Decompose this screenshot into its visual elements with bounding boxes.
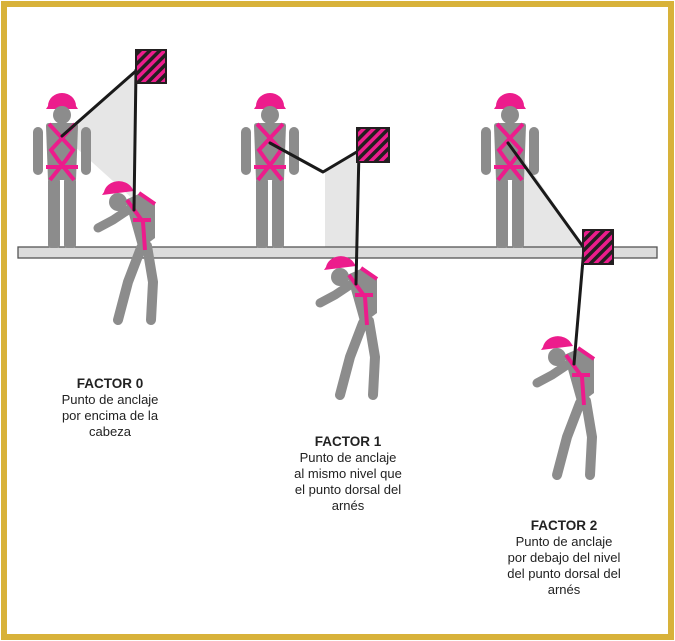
factor-1-description: Punto de anclaje al mismo nivel que el p… <box>294 450 402 513</box>
anchor-point-factor-2 <box>582 229 614 265</box>
swing-area-factor-0 <box>62 70 136 200</box>
factor-1-title: FACTOR 1 <box>314 434 382 449</box>
factor-2-description: Punto de anclaje por debajo del nivel de… <box>507 534 621 597</box>
beam <box>17 246 658 259</box>
caption-factor-2: FACTOR 2 Punto de anclaje por debajo del… <box>488 518 640 598</box>
anchor-point-factor-0 <box>135 49 167 84</box>
caption-factor-0: FACTOR 0 Punto de anclaje por encima de … <box>40 376 180 440</box>
lanyard-factor-2-standing <box>506 141 586 250</box>
lanyard-factor-1-standing <box>268 141 362 174</box>
lanyards <box>60 68 586 366</box>
caption-factor-1: FACTOR 1 Punto de anclaje al mismo nivel… <box>272 434 424 514</box>
factor-0-description: Punto de anclaje por encima de la cabeza <box>61 392 159 439</box>
lanyard-factor-1-falling <box>354 148 361 286</box>
factor-0-title: FACTOR 0 <box>76 376 144 391</box>
factor-2-title: FACTOR 2 <box>530 518 598 533</box>
lanyard-factor-0-standing <box>60 68 139 138</box>
swing-area-factor-1 <box>325 150 358 248</box>
lanyard-factor-0-falling <box>132 68 138 212</box>
lanyard-factor-2-falling <box>572 246 586 366</box>
anchor-point-factor-1 <box>356 127 390 163</box>
